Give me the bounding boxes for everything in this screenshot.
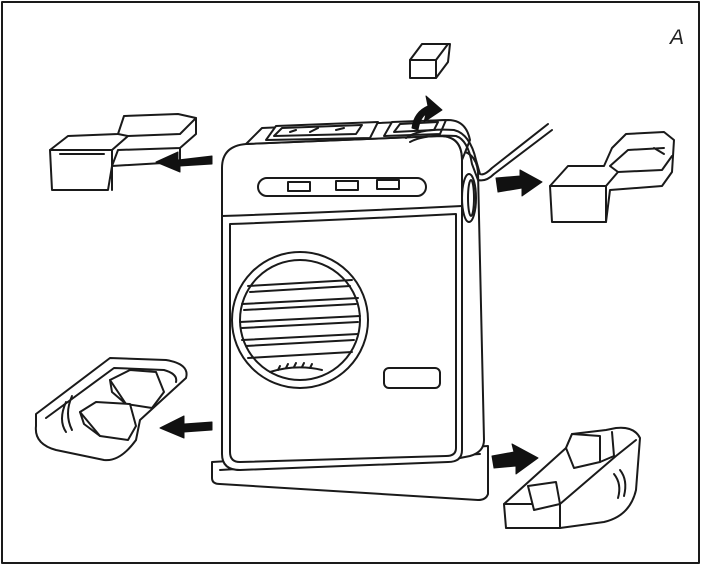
arrow-left-icon <box>159 415 213 439</box>
left-end-packing <box>49 113 197 191</box>
arrow-left-icon <box>155 151 213 173</box>
strap <box>405 123 549 176</box>
heater-unit <box>211 119 489 501</box>
arrow-up-icon <box>411 95 443 131</box>
arrow-right-icon <box>491 443 539 475</box>
right-end-packing <box>549 131 675 223</box>
arrow-right-icon <box>495 169 543 197</box>
front-left-base-packing <box>34 357 188 462</box>
figure-label: A <box>668 26 684 49</box>
front-right-base-packing <box>503 426 641 529</box>
top-cap-packing <box>409 43 451 79</box>
